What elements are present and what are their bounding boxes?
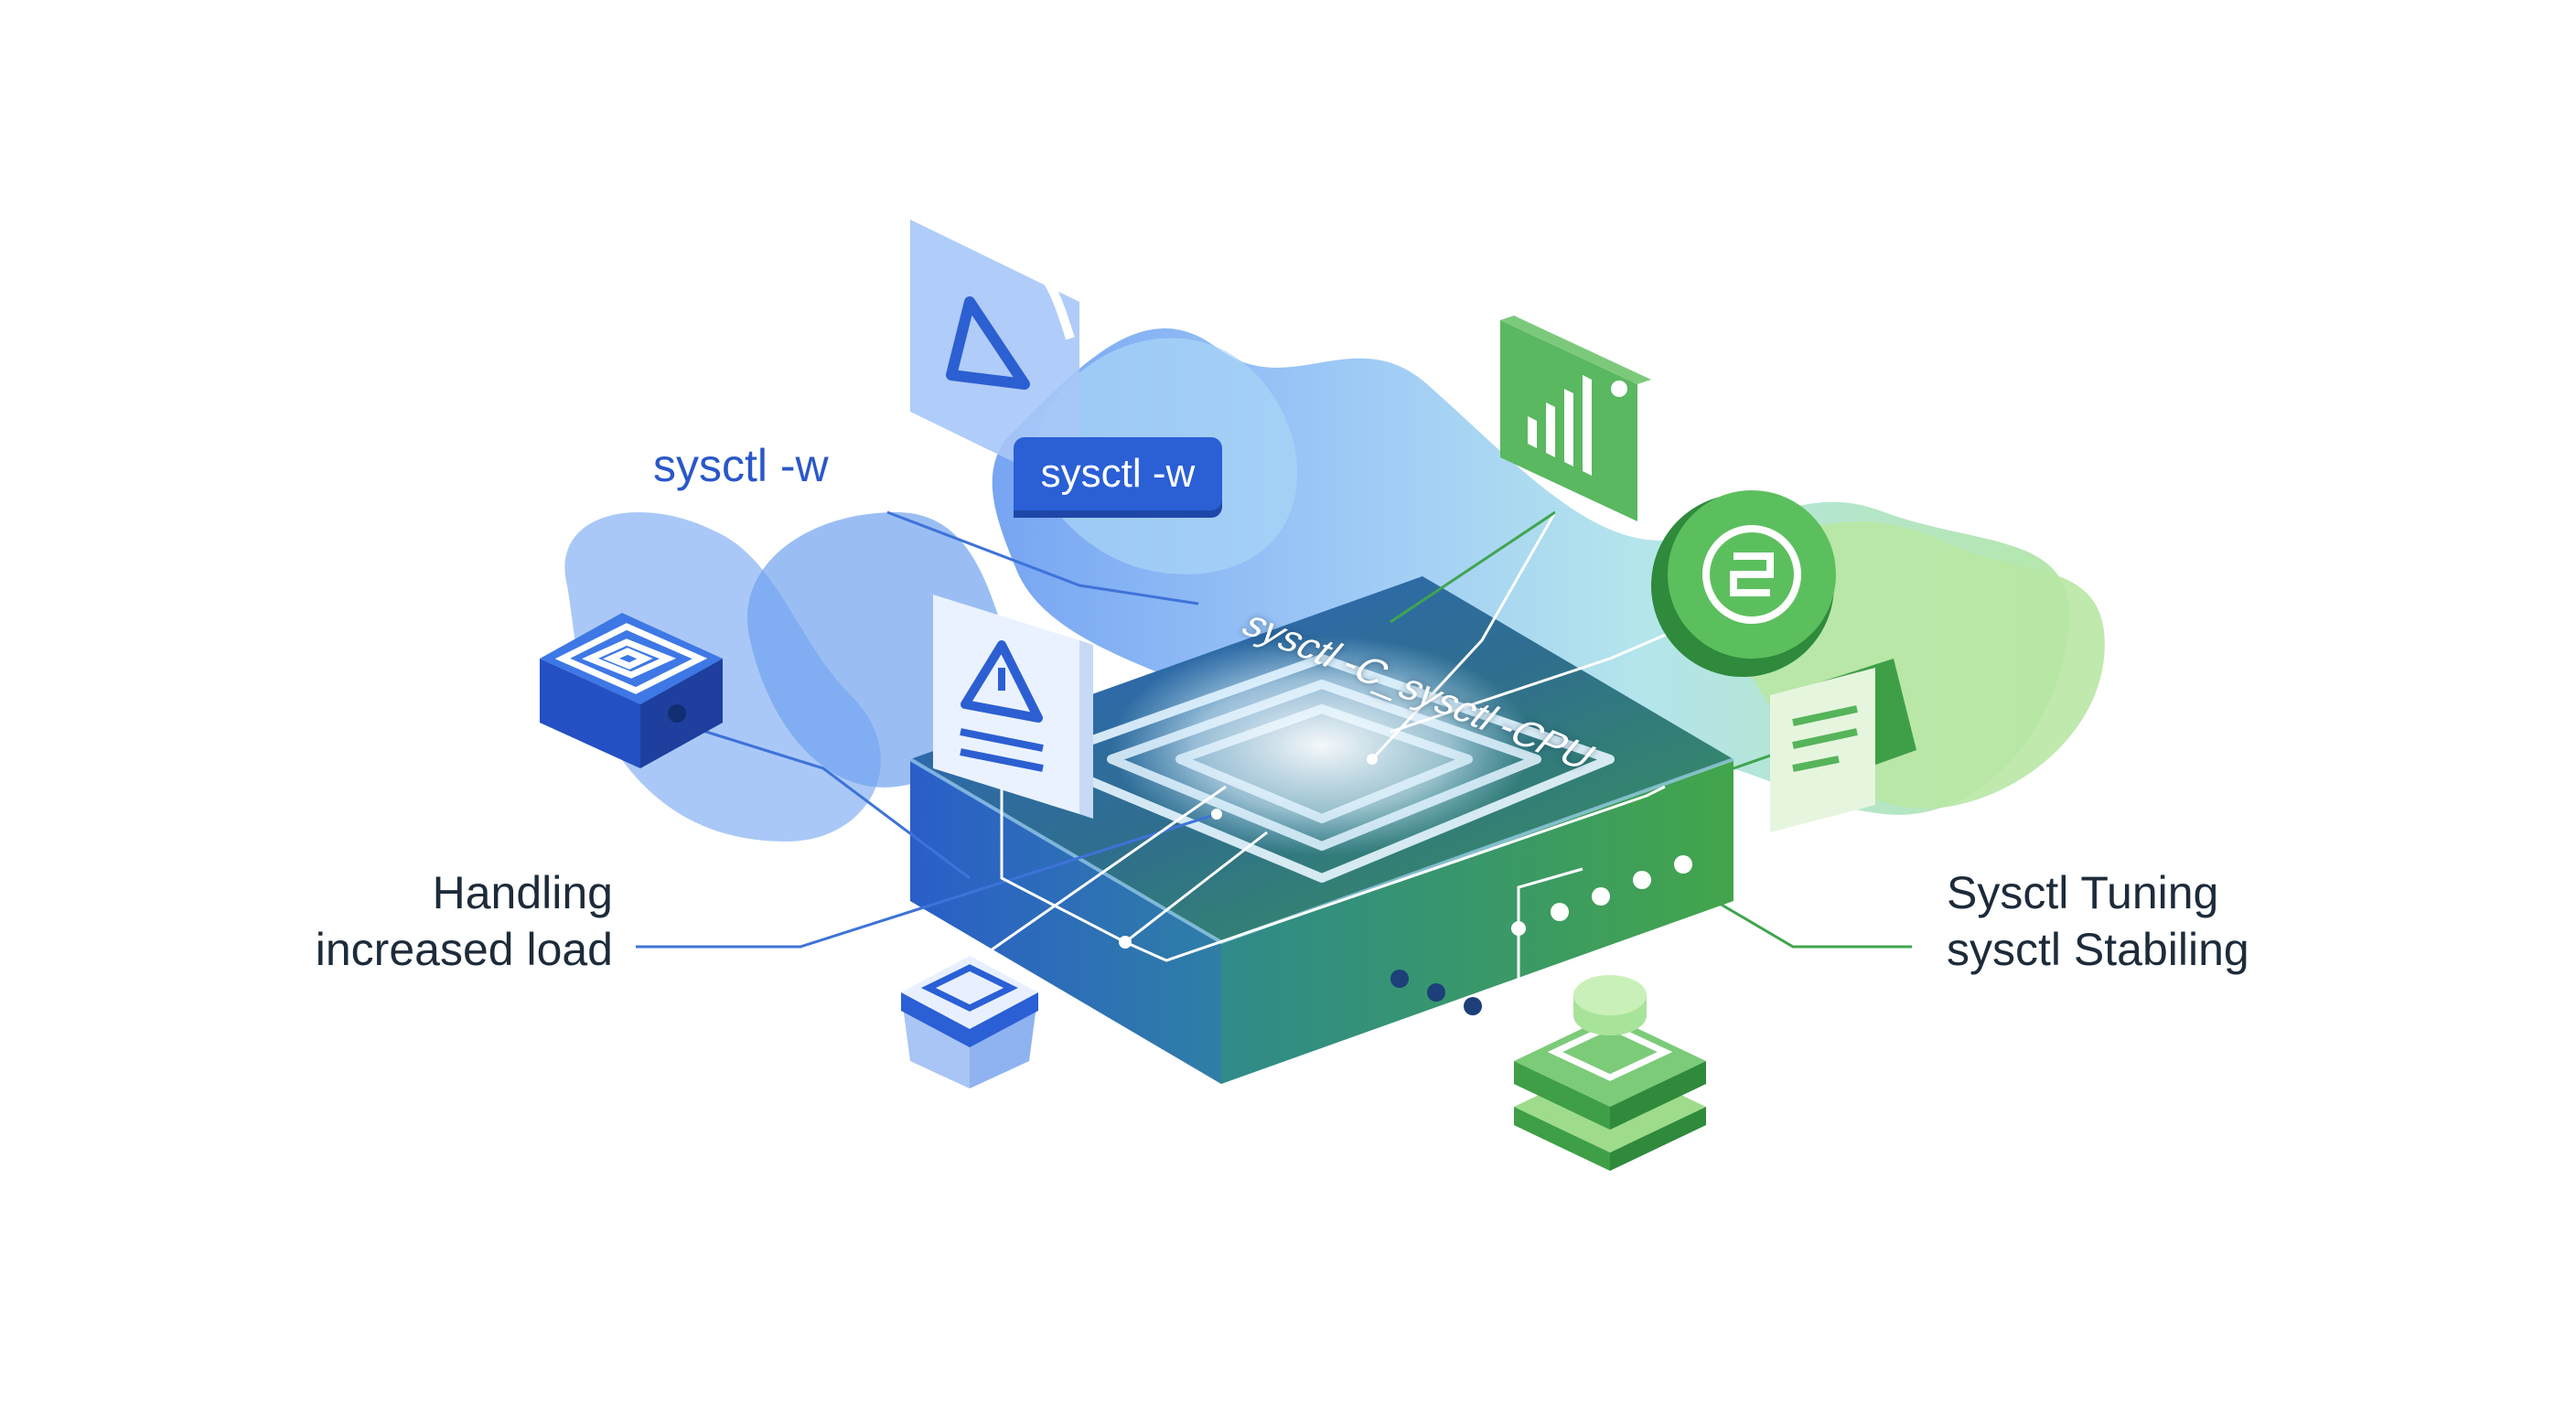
right-caption: Sysctl Tuning sysctl Stabiling [1947, 864, 2249, 978]
status-dots-left [1390, 970, 1482, 1015]
document-lines-icon [1792, 705, 1858, 772]
right-caption-line-2: sysctl Stabiling [1947, 924, 2249, 975]
command-label-floating: sysctl -w [653, 440, 829, 491]
left-caption: Handling increased load [316, 864, 613, 978]
small-box [901, 956, 1038, 1089]
box-icon [921, 964, 1018, 1012]
triangle-icon [946, 296, 1030, 390]
left-caption-line-1: Handling [432, 867, 613, 918]
warning-icon [960, 640, 1044, 772]
warning-card [933, 595, 1093, 819]
triangle-card [910, 220, 1079, 494]
left-caption-line-2: increased load [315, 924, 613, 975]
document-card [1770, 659, 1916, 832]
signal-bars-icon [1528, 375, 1627, 476]
coin-icon [1702, 525, 1801, 624]
command-tag: sysctl -w [1014, 437, 1222, 510]
stack-icon [1547, 975, 1673, 1081]
signal-card [1500, 316, 1651, 521]
stack-box [1514, 975, 1706, 1171]
chip-icon [554, 623, 708, 694]
chip-box [540, 613, 723, 768]
coin-disc [1651, 490, 1836, 677]
right-caption-line-1: Sysctl Tuning [1947, 867, 2219, 918]
